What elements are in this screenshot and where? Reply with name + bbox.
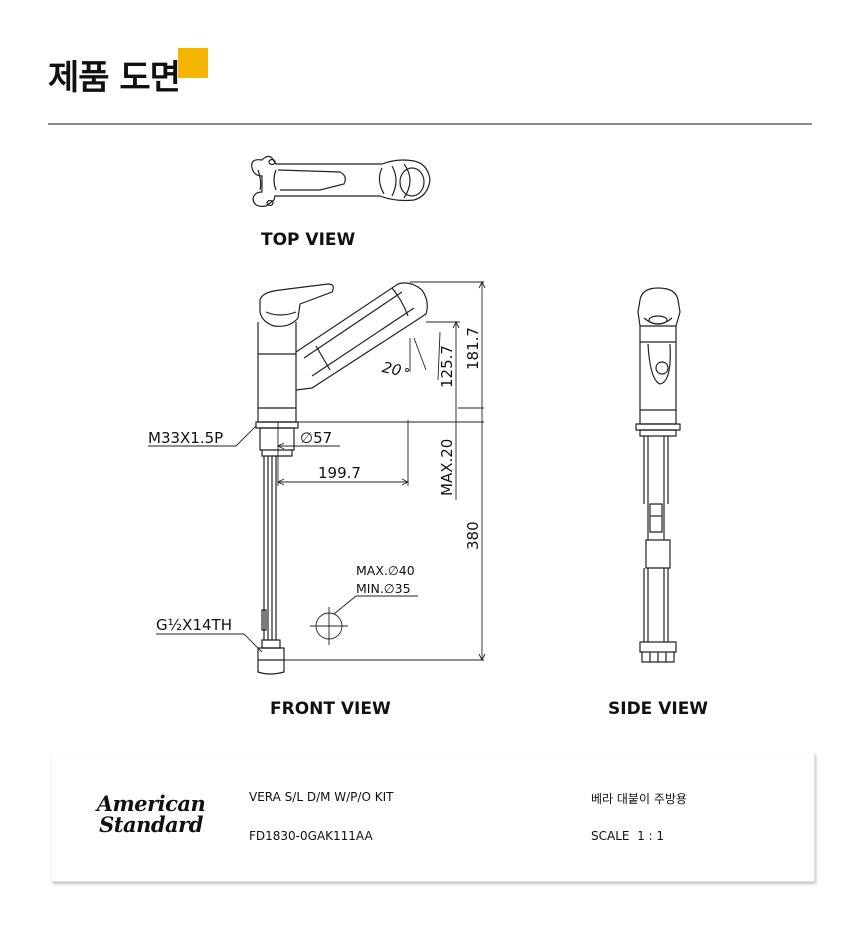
front-view-label: FRONT VIEW [270, 699, 391, 719]
model-name: VERA S/L D/M W/P/O KIT [249, 790, 394, 804]
dim-max-depth: MAX.20 [438, 439, 456, 496]
side-view-label: SIDE VIEW [608, 699, 708, 719]
dim-hose-length: 380 [464, 521, 482, 550]
product-category: 베라 대붙이 주방용 [591, 792, 687, 806]
scale-label: SCALE [591, 829, 630, 843]
front-view-drawing [148, 280, 486, 675]
top-view-drawing [251, 155, 431, 207]
dim-hole-min: MIN.∅35 [356, 581, 411, 596]
side-view-drawing [635, 287, 681, 663]
page-title: 제품 도면 [48, 58, 181, 98]
title-block: American Standard VERA S/L D/M W/P/O KIT… [52, 753, 815, 882]
dim-inlet: G½X14TH [156, 616, 232, 634]
dim-diameter: ∅57 [300, 429, 332, 447]
dim-reach: 199.7 [318, 464, 361, 482]
dim-angle: 20 [381, 358, 403, 380]
dim-thread: M33X1.5P [148, 429, 223, 447]
top-view-label: TOP VIEW [261, 230, 356, 250]
dim-height-total: 181.7 [464, 327, 482, 370]
dim-height-spout: 125.7 [438, 345, 456, 388]
dim-hole-max: MAX.∅40 [356, 563, 415, 578]
model-code: FD1830-0GAK111AA [249, 829, 373, 843]
scale-info: SCALE 1 : 1 [591, 829, 664, 843]
logo-line-2: Standard [99, 812, 203, 837]
logo-line-1: American [96, 791, 206, 816]
brand-logo: American Standard [96, 793, 206, 835]
title-accent-square [178, 48, 208, 78]
title-divider [48, 123, 812, 125]
scale-value: 1 : 1 [637, 829, 665, 843]
